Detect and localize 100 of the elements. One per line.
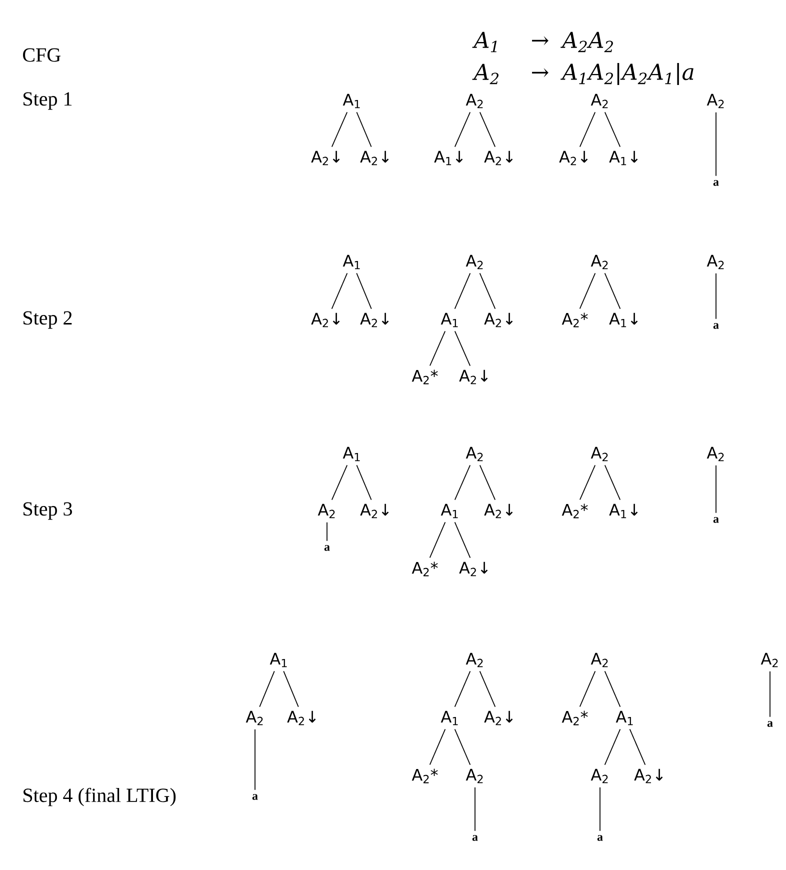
tree-branch xyxy=(604,112,621,148)
tree-node-label: A$_{2}$ xyxy=(590,768,608,784)
tree-node-label: A$_{2}$↓ xyxy=(287,710,316,726)
tree-node-label: A$_{2}$↓ xyxy=(484,150,513,166)
tree-node-label: A$_{2}$↓ xyxy=(484,504,513,518)
tree-branch xyxy=(283,670,299,708)
tree-branch xyxy=(454,112,471,148)
tree-node-label: A$_{2}$↓ xyxy=(459,562,488,576)
tree-node-label: A$_{1}$ xyxy=(440,504,458,518)
tree-node-label: A$_{2}$* xyxy=(412,562,438,576)
tree-node-label: A$_{1}$↓ xyxy=(434,150,463,166)
tree-node-label: A$_{2}$* xyxy=(562,710,588,726)
tree-node-label: A$_{2}$ xyxy=(706,446,724,462)
tree-branch xyxy=(331,272,348,310)
tree-node-label: A$_{2}$ xyxy=(466,652,483,668)
tree-branch xyxy=(331,464,348,500)
tree-branch xyxy=(454,330,471,366)
tree-branch xyxy=(604,464,621,500)
tree-node-label: A$_{2}$↓ xyxy=(311,312,340,328)
tree-branch xyxy=(356,464,372,500)
tree-node-label: A$_{2}$ xyxy=(590,446,608,462)
tree-branch xyxy=(356,272,372,310)
tree-node-label: A$_{2}$* xyxy=(412,370,438,384)
tree-leaf: a xyxy=(252,794,258,800)
tree-branch xyxy=(454,464,471,500)
tree-node-label: A$_{2}$↓ xyxy=(484,710,513,726)
tree-branch xyxy=(454,522,471,558)
grammar-rule-part: A$_{2}$ xyxy=(472,64,498,84)
tree-node-label: A$_{2}$ xyxy=(318,504,335,518)
tree-node-label: A$_{1}$ xyxy=(342,446,360,462)
grammar-rule-part: A$_{2}$A$_{2}$ xyxy=(560,32,613,52)
tree-branch xyxy=(629,728,646,766)
tree-branch xyxy=(579,272,596,310)
tree-branch xyxy=(604,272,621,310)
tree-branch xyxy=(479,464,496,500)
tree-node-label: A$_{2}$ xyxy=(590,254,608,270)
tree-branch xyxy=(454,728,471,766)
tree-node-label: A$_{2}$* xyxy=(562,312,588,328)
tree-node-label: A$_{2}$ xyxy=(706,94,724,108)
tree-branch xyxy=(479,670,496,708)
tree-leaf: a xyxy=(472,835,478,841)
tree-branch xyxy=(479,112,496,148)
tree-branch xyxy=(474,786,476,832)
tree-node-label: A$_{2}$ xyxy=(466,446,483,462)
tree-node-label: A$_{2}$ xyxy=(706,254,724,270)
tree-branch xyxy=(579,112,596,148)
tree-branch xyxy=(454,272,471,310)
tree-node-label: A$_{2}$ xyxy=(590,94,608,108)
tree-node-label: A$_{1}$↓ xyxy=(609,312,638,328)
row-label: Step 2 xyxy=(24,311,72,329)
tree-branch xyxy=(326,522,328,542)
tree-branch xyxy=(429,728,446,766)
tree-leaf: a xyxy=(713,180,719,186)
tree-node-label: A$_{2}$↓ xyxy=(360,150,389,166)
tree-node-label: A$_{2}$↓ xyxy=(360,504,389,518)
tree-branch xyxy=(254,728,256,790)
tree-branch xyxy=(454,670,471,708)
tree-branch xyxy=(604,670,621,708)
tree-node-label: A$_{1}$ xyxy=(440,312,458,328)
tree-node-label: A$_{1}$ xyxy=(440,710,458,726)
grammar-rule-part: → xyxy=(532,36,548,46)
tree-node-label: A$_{2}$ xyxy=(466,768,483,784)
row-label: Step 4 (final LTIG) xyxy=(24,788,176,806)
tree-leaf: a xyxy=(713,517,719,523)
tree-node-label: A$_{2}$ xyxy=(760,652,778,668)
tree-leaf: a xyxy=(767,721,773,727)
tree-node-label: A$_{2}$↓ xyxy=(484,312,513,328)
tree-leaf: a xyxy=(324,545,330,551)
tree-node-label: A$_{2}$↓ xyxy=(311,150,340,166)
tree-node-label: A$_{2}$ xyxy=(466,94,483,108)
tree-branch xyxy=(331,112,348,148)
tree-node-label: A$_{2}$↓ xyxy=(360,312,389,328)
row-label: Step 1 xyxy=(24,92,72,110)
tree-node-label: A$_{2}$* xyxy=(562,504,588,518)
tree-node-label: A$_{1}$ xyxy=(342,254,360,270)
tree-node-label: A$_{2}$ xyxy=(590,652,608,668)
grammar-rule-part: A$_{1}$ xyxy=(472,32,497,52)
tree-node-label: A$_{2}$ xyxy=(466,254,483,270)
tree-branch xyxy=(579,670,596,708)
tree-branch xyxy=(604,728,621,766)
tree-node-label: A$_{1}$↓ xyxy=(609,150,638,166)
tree-node-label: A$_{2}$↓ xyxy=(459,370,488,384)
tree-node-label: A$_{2}$↓ xyxy=(559,150,588,166)
tree-leaf: a xyxy=(713,323,719,329)
tree-branch xyxy=(479,272,496,310)
row-label: CFG xyxy=(23,48,60,62)
tree-node-label: A$_{2}$ xyxy=(246,710,263,726)
tree-branch xyxy=(429,522,446,558)
tree-branch xyxy=(356,112,372,148)
tree-branch xyxy=(259,670,275,708)
tree-node-label: A$_{1}$ xyxy=(342,94,360,108)
tree-node-label: A$_{1}$ xyxy=(616,710,633,726)
tree-node-label: A$_{2}$↓ xyxy=(634,768,663,784)
tree-node-label: A$_{1}$ xyxy=(270,652,287,668)
tree-branch xyxy=(579,464,596,500)
grammar-rule-part: A$_{1}$A$_{2}$|A$_{2}$A$_{1}$|a xyxy=(560,63,694,85)
tree-node-label: A$_{2}$* xyxy=(412,768,438,784)
grammar-rule-part: → xyxy=(532,68,548,78)
tree-branch xyxy=(429,330,446,366)
tree-leaf: a xyxy=(597,835,603,841)
